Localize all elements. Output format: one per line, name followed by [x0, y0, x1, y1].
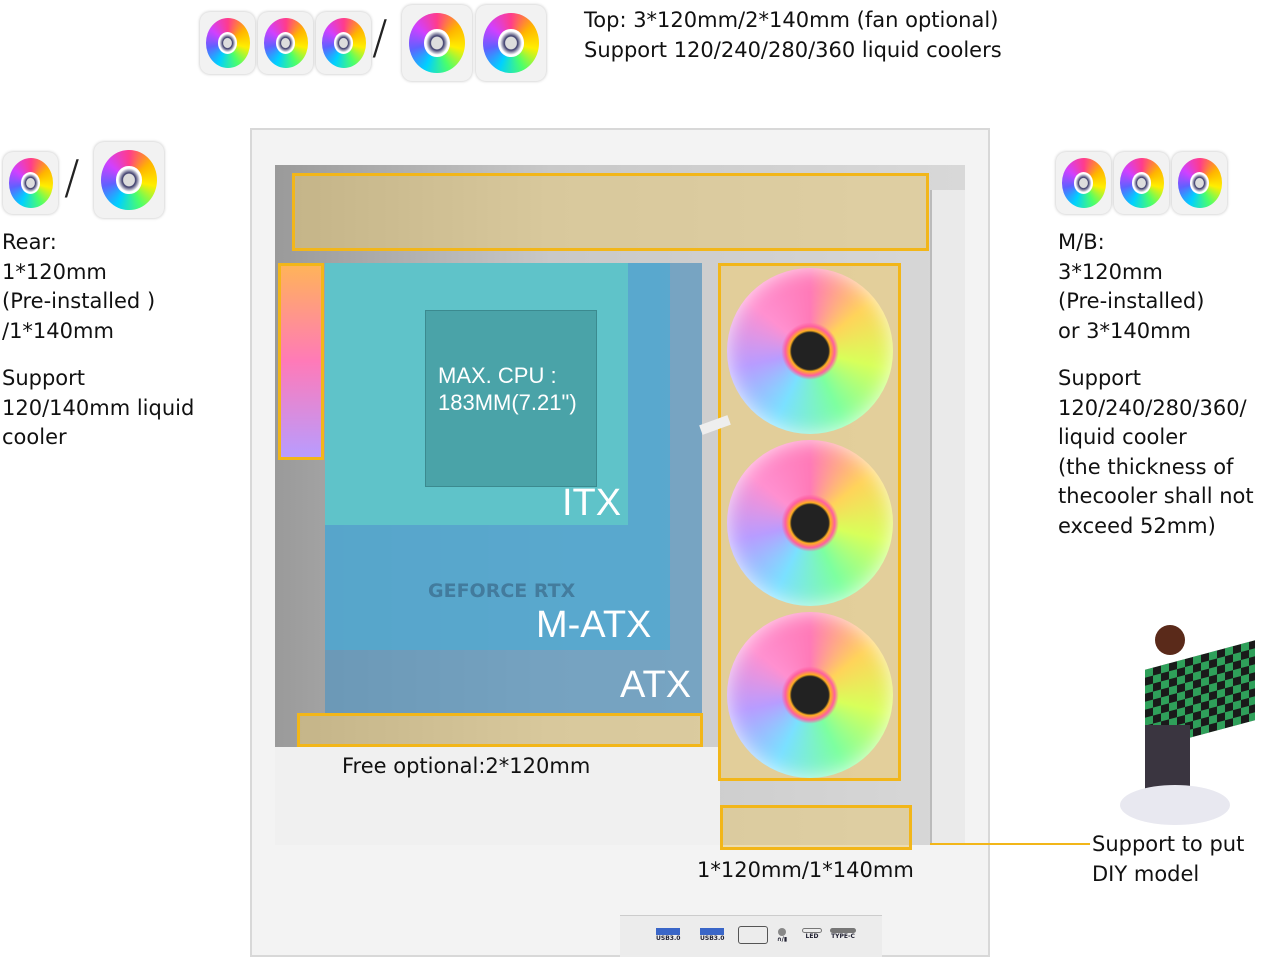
audio-jack[interactable]: ∩/▮ — [774, 928, 790, 943]
tempered-glass-edge — [930, 190, 965, 845]
psu-fan-label: 1*120mm/1*140mm — [697, 858, 914, 882]
fan-icon — [1172, 152, 1227, 214]
fan-icon — [94, 142, 164, 218]
diy-model-figure — [1115, 625, 1255, 830]
bottom-fan-zone — [297, 713, 703, 747]
fan-icon — [200, 12, 255, 74]
usb-c-port[interactable]: TYPE-C — [830, 928, 856, 940]
model-pointer-line — [930, 843, 1090, 845]
usb-port-2[interactable]: USB3.0 — [700, 928, 724, 942]
front-io-panel: USB3.0 USB3.0 ∩/▮ LED TYPE-C — [620, 915, 882, 957]
fan-icon — [258, 12, 313, 74]
separator: / — [372, 10, 388, 64]
led-button[interactable]: LED — [802, 928, 822, 940]
fan-icon — [1114, 152, 1169, 214]
gpu-label: GEFORCE RTX — [428, 580, 576, 602]
cpu-label: MAX. CPU : 183MM(7.21") — [438, 363, 577, 415]
bottom-fan-label: Free optional:2*120mm — [342, 754, 591, 778]
fan-icon — [316, 12, 371, 74]
model-label: Support to put DIY model — [1092, 832, 1245, 886]
fan-1 — [727, 268, 893, 434]
usb-port-1[interactable]: USB3.0 — [656, 928, 680, 942]
fan-icon — [476, 5, 546, 81]
psu-shroud — [275, 747, 720, 845]
atx-label: ATX — [620, 664, 692, 706]
fan-3 — [727, 612, 893, 778]
psu-fan-zone — [720, 805, 912, 850]
mb-label: M/B: 3*120mm (Pre-installed) or 3*140mm … — [1058, 230, 1254, 538]
cpu-zone — [425, 310, 597, 487]
fan-icon — [1056, 152, 1111, 214]
fan-icon — [402, 5, 472, 81]
rear-label: Rear: 1*120mm (Pre-installed ) /1*140mm … — [2, 230, 195, 449]
top-radiator-zone — [292, 173, 929, 251]
rear-fan-zone — [278, 263, 324, 460]
separator: / — [64, 150, 80, 204]
fan-2 — [727, 440, 893, 606]
top-label: Top: 3*120mm/2*140mm (fan optional) Supp… — [584, 8, 1002, 62]
matx-label: M-ATX — [536, 604, 652, 646]
power-button[interactable] — [738, 926, 768, 944]
fan-icon — [3, 152, 58, 214]
itx-label: ITX — [562, 482, 622, 524]
